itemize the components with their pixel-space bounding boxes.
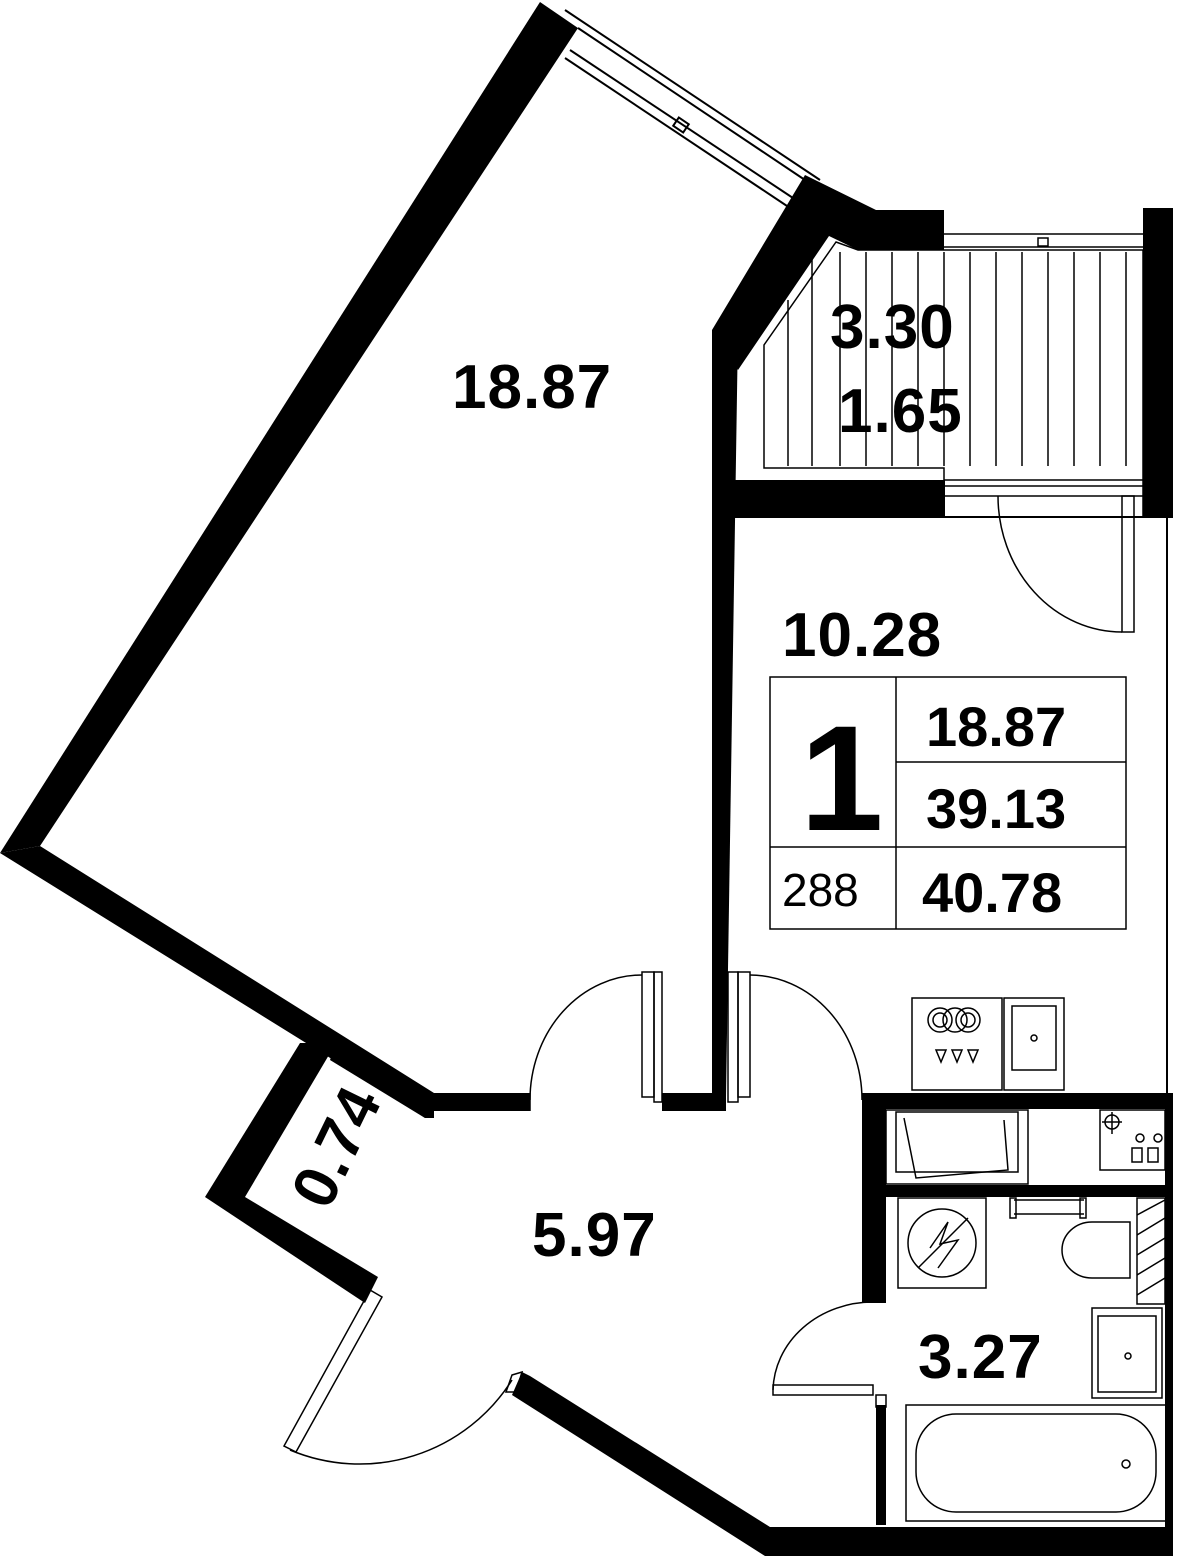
kitchen-sink — [1003, 997, 1065, 1091]
loggia-door — [997, 495, 1135, 633]
wall-kitchen-bottom — [862, 1093, 1173, 1109]
wall-loggia-bottom — [712, 480, 945, 517]
room-count: 1 — [800, 694, 883, 862]
wall-kitchen-left — [712, 330, 738, 1097]
kitchen-area: 10.28 — [782, 601, 942, 670]
apartment-number: 288 — [782, 864, 859, 916]
walls — [0, 2, 1173, 1556]
wall-closet-left — [205, 1043, 336, 1197]
kitchen-outline — [726, 516, 1168, 1093]
loggia — [763, 233, 1144, 518]
loggia-area: 3.30 — [830, 293, 955, 362]
bathtub — [905, 1404, 1167, 1522]
wall-right — [1143, 208, 1173, 518]
wall-hall-top-left — [434, 1093, 530, 1111]
hallway-area: 5.97 — [532, 1201, 657, 1270]
doors — [282, 971, 887, 1465]
living-room-area: 18.87 — [452, 353, 612, 422]
closet-unit — [885, 1109, 1166, 1185]
summary-table — [769, 676, 1127, 930]
wall-living-diagonal — [0, 2, 578, 853]
loggia-area-reduced: 1.65 — [838, 377, 963, 446]
wall-closet-top — [330, 1043, 434, 1118]
wall-bath-left-low — [876, 1405, 886, 1525]
washing-machine — [897, 1197, 987, 1289]
bathroom-fixtures — [897, 1197, 1167, 1522]
wall-closet-bottom — [205, 1197, 378, 1303]
living-window — [564, 9, 821, 209]
living-area-value: 18.87 — [926, 695, 1066, 758]
wall-loggia-left — [712, 175, 944, 370]
bathroom-area: 3.27 — [918, 1323, 1043, 1392]
total-area-with-loggia-value: 40.78 — [922, 861, 1062, 924]
wall-hall-bottom — [512, 1372, 1172, 1556]
wall-bath-top — [862, 1185, 1173, 1197]
bathroom-sink — [1091, 1307, 1163, 1399]
total-area-value: 39.13 — [926, 777, 1066, 840]
wall-bath-left — [862, 1093, 886, 1303]
kitchen-stove — [911, 997, 1003, 1091]
wall-right-lower — [1165, 1100, 1173, 1556]
wall-hall-top-mid — [662, 1093, 726, 1111]
toilet — [1061, 1221, 1131, 1279]
